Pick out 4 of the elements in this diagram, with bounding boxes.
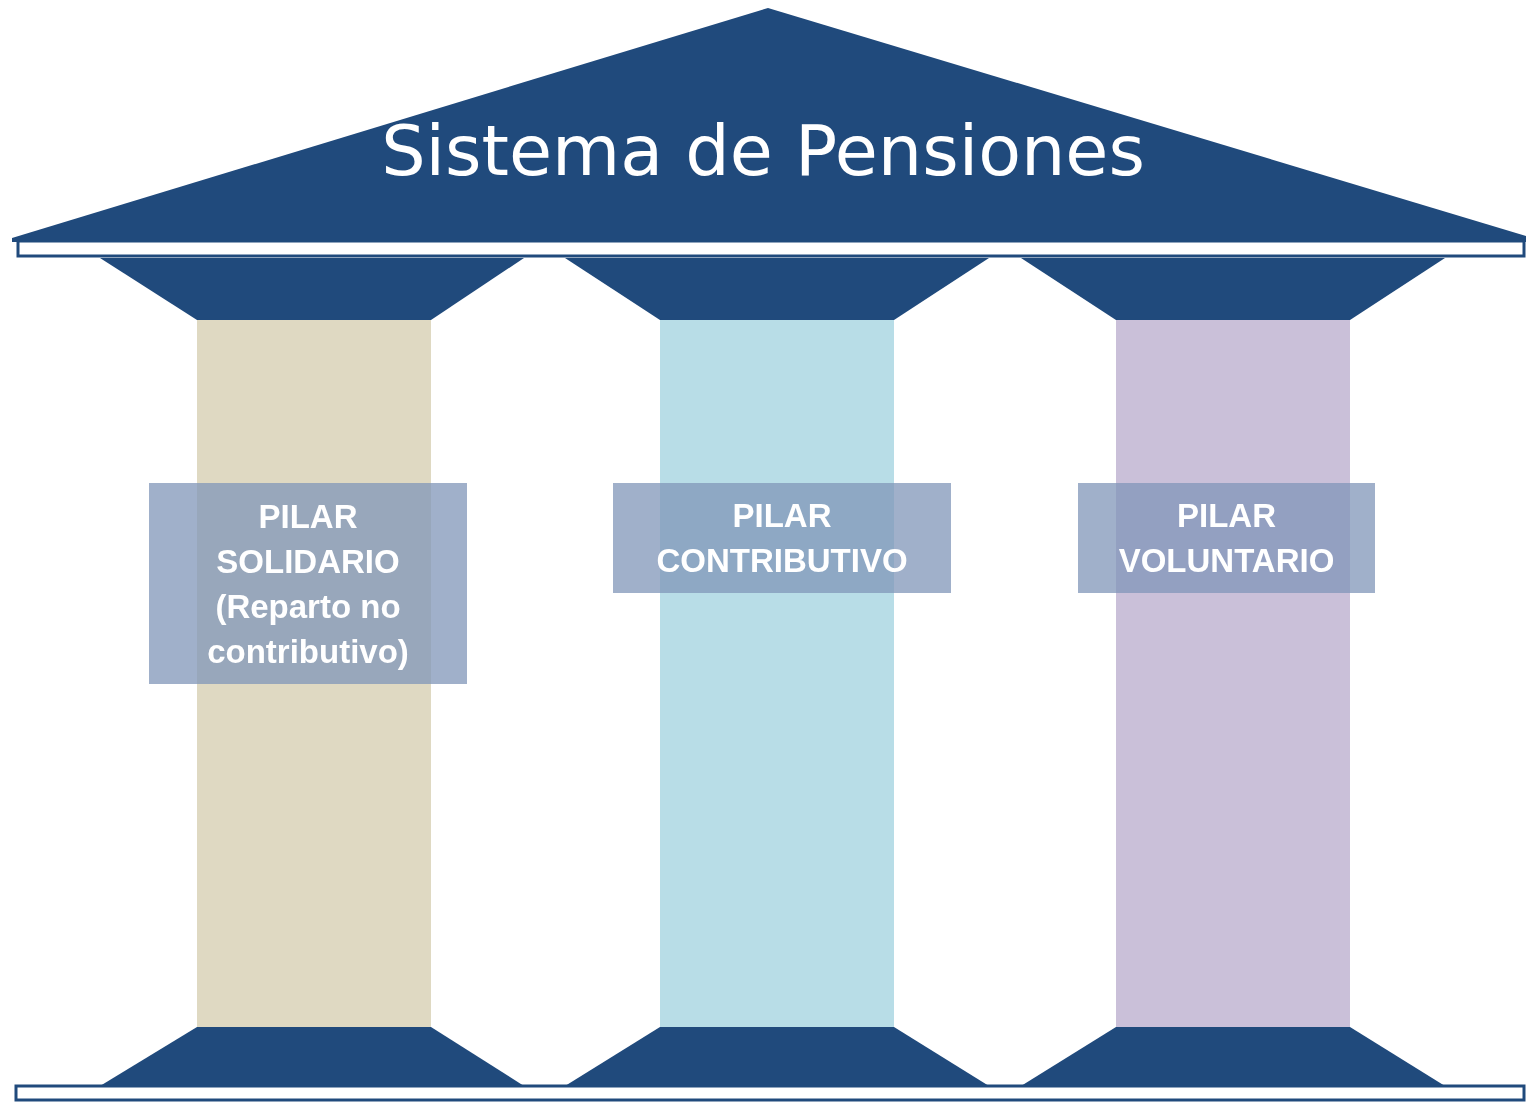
pillar-label: PILAR SOLIDARIO (Reparto no contributivo): [149, 483, 467, 684]
pillar-label: PILAR CONTRIBUTIVO: [613, 483, 951, 593]
pillar-label: PILAR VOLUNTARIO: [1078, 483, 1375, 593]
title-text: Sistema de Pensiones: [380, 109, 1146, 194]
